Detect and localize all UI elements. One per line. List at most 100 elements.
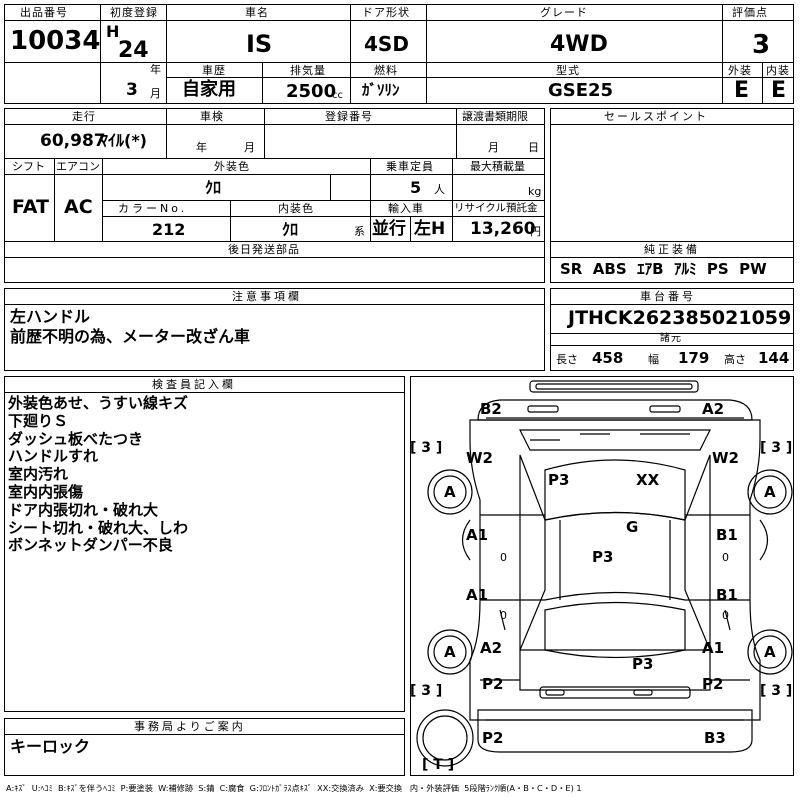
first-reg-header: 初度登録 xyxy=(110,6,158,19)
vehicle-details-table xyxy=(4,108,545,283)
shift: FAT xyxy=(12,196,49,218)
capacity-header: 乗車定員 xyxy=(386,160,434,173)
mark-a2-left: A2 xyxy=(480,639,503,657)
office-text: キーロック xyxy=(10,737,91,756)
interior-header: 内装 xyxy=(766,64,790,77)
fuel-header: 燃料 xyxy=(374,64,398,77)
exterior-header: 外装 xyxy=(728,64,752,77)
exterior-grade: E xyxy=(734,78,750,103)
import-type: 並行 xyxy=(372,219,406,239)
model-header: 型式 xyxy=(556,64,580,77)
int-color: ｸﾛ xyxy=(282,220,299,239)
mark-b3: B3 xyxy=(704,729,726,747)
height: 144 xyxy=(758,349,790,367)
equipment: SR ABS ｴｱB ｱﾙﾐ PS PW xyxy=(560,260,767,278)
transfer-month-unit: 月 xyxy=(488,141,499,154)
notes-line-2: 前歴不明の為、メーター改ざん車 xyxy=(10,327,251,346)
mileage: 60,987 xyxy=(40,131,106,151)
era-prefix: H xyxy=(106,22,120,41)
displacement-header: 排気量 xyxy=(290,64,326,77)
interior-grade: E xyxy=(771,78,787,103)
mark-p3-hood: P3 xyxy=(548,471,570,489)
max-load-unit: kg xyxy=(528,185,542,198)
door-type: 4SD xyxy=(364,32,409,56)
lot-number: 10034 xyxy=(10,26,101,56)
transfer-header: 譲渡書類期限 xyxy=(462,110,528,123)
first-reg-year: 24 xyxy=(118,38,149,63)
int-color-header: 内装色 xyxy=(278,202,314,215)
spare-tire: [ T ] xyxy=(422,757,455,773)
legend: A:ｷｽﾞ U:ﾍｺﾐ B:ｷｽﾞを伴うﾍｺﾐ P:要塗装 W:補修跡 S:錆 … xyxy=(6,783,582,793)
wheel-rl-a: A xyxy=(444,643,456,661)
capacity-unit: 人 xyxy=(434,183,445,196)
mark-xx: XX xyxy=(636,471,660,489)
equipment-header: 純正装備 xyxy=(644,243,700,256)
mark-b1-rear: B1 xyxy=(716,586,738,604)
grade-header: グレード xyxy=(540,6,588,19)
mark-zero: 0 xyxy=(500,609,507,622)
width: 179 xyxy=(678,349,710,367)
int-color-suffix: 系 xyxy=(354,225,365,238)
chassis-number: JTHCK262385021059 xyxy=(568,307,792,329)
mark-b2: B2 xyxy=(480,400,502,418)
mark-b1-front: B1 xyxy=(716,526,738,544)
inspector-line: ドア内張切れ・破れ大 xyxy=(8,500,159,519)
displacement: 2500 xyxy=(286,81,337,102)
inspector-line: ダッシュ板べたつき xyxy=(8,429,144,448)
mark-a1-rear: A1 xyxy=(466,586,489,604)
chassis-box xyxy=(550,288,794,371)
tire-fr: [ 3 ] xyxy=(760,440,793,456)
mark-zero: 0 xyxy=(500,551,507,564)
car-diagram-box xyxy=(410,376,794,776)
inspector-line: 外装色あせ、うすい線キズ xyxy=(8,394,189,412)
color-no-header: カラーNo. xyxy=(118,202,188,215)
inspector-line: 下廻りＳ xyxy=(8,411,69,430)
ac-header: エアコン xyxy=(56,160,100,173)
door-header: ドア形状 xyxy=(362,6,410,19)
max-load-header: 最大積載量 xyxy=(470,160,525,173)
year-unit: 年 xyxy=(150,63,161,76)
tire-rl: [ 3 ] xyxy=(410,683,443,699)
car-name-header: 車名 xyxy=(245,6,269,19)
recycle-header: リサイクル預託金 xyxy=(454,202,538,214)
width-label: 幅 xyxy=(648,353,659,366)
office-box xyxy=(4,718,405,776)
recycle: 13,260 xyxy=(470,219,536,239)
height-label: 高さ xyxy=(724,353,746,366)
inspector-lines: 外装色あせ、うすい線キズ 下廻りＳ ダッシュ板べたつき ハンドルすれ 室内汚れ … xyxy=(8,394,189,555)
length: 458 xyxy=(592,349,624,367)
import-header: 輸入車 xyxy=(388,202,424,215)
score: 3 xyxy=(752,30,771,60)
ac: AC xyxy=(64,196,93,218)
mileage-unit: ﾏｲﾙ(*) xyxy=(100,131,147,150)
sales-point-header: セールスポイント xyxy=(604,110,708,123)
inspector-line: ハンドルすれ xyxy=(8,447,99,466)
lot-header: 出品番号 xyxy=(20,6,68,19)
model: GSE25 xyxy=(548,80,614,101)
fuel: ｶﾞｿﾘﾝ xyxy=(362,81,400,99)
wheel-fr-a: A xyxy=(764,483,776,501)
shift-header: シフト xyxy=(12,160,45,173)
ext-color-header: 外装色 xyxy=(214,160,250,173)
history-header: 車歴 xyxy=(202,64,226,77)
mark-p2-left: P2 xyxy=(482,675,504,693)
tire-rr: [ 3 ] xyxy=(760,683,793,699)
inspector-line: ボンネットダンパー不良 xyxy=(8,536,173,555)
mark-p2-bottom: P2 xyxy=(482,729,504,747)
tire-fl: [ 3 ] xyxy=(410,440,443,456)
transfer-day-unit: 日 xyxy=(528,141,539,154)
registration-header: 登録番号 xyxy=(325,110,373,123)
notes-line-1: 左ハンドル xyxy=(10,307,91,326)
mark-a1-front: A1 xyxy=(466,526,489,544)
header-table xyxy=(4,4,794,104)
capacity: 5 xyxy=(410,178,422,197)
color-no: 212 xyxy=(152,220,186,239)
ext-color: ｸﾛ xyxy=(205,178,222,197)
inspector-line: 室内内張傷 xyxy=(8,482,84,501)
notes-header: 注意事項欄 xyxy=(232,290,302,303)
mark-zero: 0 xyxy=(722,609,729,622)
mark-p3-trunk: P3 xyxy=(632,655,654,673)
inspector-line: 室内汚れ xyxy=(8,465,69,484)
car-name: IS xyxy=(246,30,273,58)
